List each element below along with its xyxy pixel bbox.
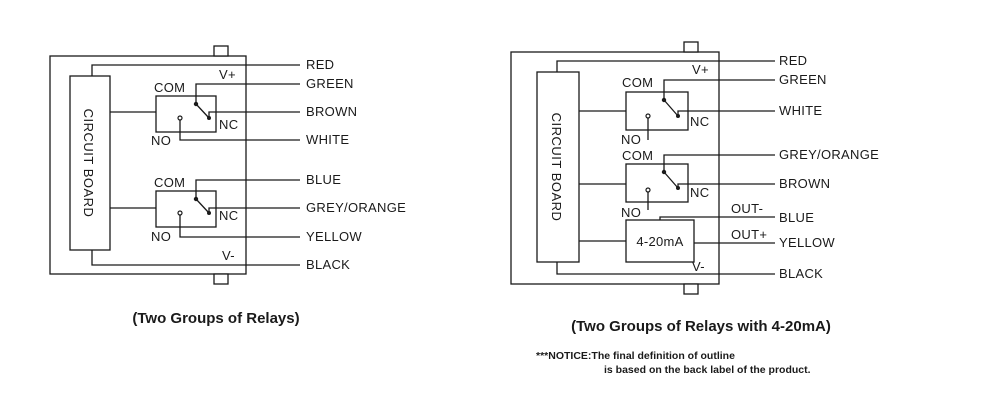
- right-analog-out-minus: OUT-: [731, 201, 763, 216]
- left-caption: (Two Groups of Relays): [132, 310, 299, 327]
- right-relay-2-com-wire: [663, 154, 775, 172]
- right-bottom-tab: [683, 283, 699, 295]
- left-board-label: CIRCUIT BOARD: [81, 109, 96, 218]
- right-relay-1-nc-wire: [677, 110, 775, 116]
- left-wire-label: BLACK: [306, 257, 350, 272]
- left-relay-2: [155, 190, 217, 228]
- right-relay-2-nc: NC: [690, 185, 709, 200]
- right-board-label: CIRCUIT BOARD: [549, 113, 564, 222]
- left-relay-1-no-wire: [179, 120, 300, 141]
- right-wire-label: BLACK: [779, 266, 823, 281]
- right-vplus-wire: [556, 60, 775, 72]
- left-relay-2-com: COM: [154, 175, 185, 190]
- right-vminus-label: V-: [692, 259, 705, 274]
- left-diagram: CIRCUIT BOARD V+ V- COM NC NO COM NC NO: [49, 45, 406, 327]
- right-relay-1-com-wire: [663, 79, 775, 100]
- left-wire-label: GREEN: [306, 76, 354, 91]
- right-wire-label: WHITE: [779, 103, 822, 118]
- left-relay-1-nc: NC: [219, 117, 238, 132]
- left-relay-1-no: NO: [151, 133, 171, 148]
- right-relay-1-nc: NC: [690, 114, 709, 129]
- left-relay-2-no: NO: [151, 229, 171, 244]
- left-relay-2-nc: NC: [219, 208, 238, 223]
- right-relay-2-nc-wire: [677, 183, 775, 188]
- right-relay-1-com: COM: [622, 75, 653, 90]
- right-wire-label: GREEN: [779, 72, 827, 87]
- notice-line-2: is based on the back label of the produc…: [604, 364, 811, 376]
- left-wire-label: RED: [306, 57, 334, 72]
- right-analog-label: 4-20mA: [636, 234, 683, 249]
- right-diagram: CIRCUIT BOARD V+ V- COM NC NO COM NC NO: [510, 41, 879, 335]
- left-relay-1: [155, 95, 217, 133]
- left-relay-2-no-wire: [179, 215, 300, 238]
- left-relay-2-switch: [195, 198, 210, 214]
- right-relay-2: [625, 163, 689, 203]
- left-vplus-label: V+: [219, 67, 236, 82]
- right-top-tab: [683, 41, 699, 53]
- left-vplus-wire: [91, 64, 300, 76]
- left-vminus-label: V-: [222, 248, 235, 263]
- left-bottom-tab: [213, 273, 229, 285]
- left-circuit-board: [69, 75, 111, 251]
- left-wire-label: GREY/ORANGE: [306, 200, 406, 215]
- left-top-tab: [213, 45, 229, 57]
- notice-line-1: ***NOTICE:The final definition of outlin…: [536, 350, 735, 362]
- right-wire-label: GREY/ORANGE: [779, 147, 879, 162]
- left-relay-2-nc-wire: [208, 207, 300, 213]
- left-wire-label: WHITE: [306, 132, 349, 147]
- right-relay-1-switch: [663, 99, 679, 117]
- left-relay-1-nc-wire: [208, 111, 300, 118]
- right-relay-2-no: NO: [621, 205, 641, 220]
- right-wire-label: BLUE: [779, 210, 814, 225]
- right-circuit-board: [536, 71, 580, 263]
- right-relay-1-no: NO: [621, 132, 641, 147]
- left-wire-label: BLUE: [306, 172, 341, 187]
- left-relay-2-com-wire: [195, 179, 300, 199]
- right-wire-label: YELLOW: [779, 235, 835, 250]
- left-relay-1-switch: [195, 103, 210, 119]
- right-vminus-wire: [556, 262, 775, 275]
- right-analog-out-minus-wire: [659, 216, 775, 220]
- right-vplus-label: V+: [692, 62, 709, 77]
- right-analog-module: [625, 219, 695, 263]
- left-wire-label: YELLOW: [306, 229, 362, 244]
- right-wire-label: BROWN: [779, 176, 830, 191]
- right-relay-2-switch: [663, 171, 679, 189]
- right-wire-label: RED: [779, 53, 807, 68]
- right-caption: (Two Groups of Relays with 4-20mA): [571, 318, 831, 335]
- left-relay-1-com: COM: [154, 80, 185, 95]
- right-analog-out-plus: OUT+: [731, 227, 767, 242]
- left-wire-label: BROWN: [306, 104, 357, 119]
- left-vminus-wire: [91, 250, 300, 266]
- left-relay-1-com-wire: [195, 83, 300, 104]
- right-relay-2-com: COM: [622, 148, 653, 163]
